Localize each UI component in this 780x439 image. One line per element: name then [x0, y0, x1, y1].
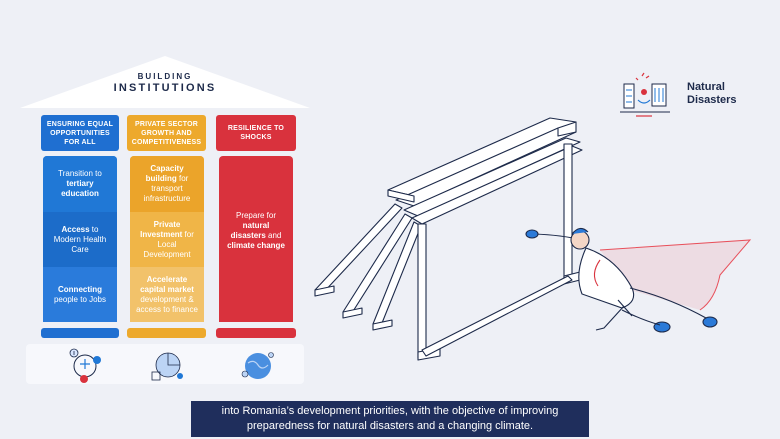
pillar-item-health-care: Access to Modern Health Care [43, 212, 117, 267]
pillar-header-resilience: RESILIENCE TO SHOCKS [216, 115, 296, 151]
pillar-base-red [216, 328, 296, 338]
resilience-globe-icon [241, 352, 274, 379]
business-growth-icon [151, 352, 183, 381]
pillar-item-private-investment: Private Investment for Local Development [130, 212, 204, 267]
roof-title-line1: BUILDING [137, 72, 193, 81]
hero-illustration [314, 117, 752, 361]
foundation-icons-row [26, 344, 304, 384]
pillar-header-equal-opportunities: ENSURING EQUAL OPPORTUNITIES FOR ALL [41, 115, 119, 151]
pillar-item-capital-market: Accelerate capital market development & … [130, 267, 204, 322]
subtitle-line-2: preparedness for natural disasters and a… [246, 420, 534, 432]
pillar-resilience: Prepare for natural disasters and climat… [219, 156, 293, 322]
pillar-item-connecting-jobs: Connecting people to Jobs [43, 267, 117, 322]
natural-disasters-label: Natural Disasters [687, 81, 737, 106]
subtitle-line-1: into Romania’s development priorities, w… [221, 405, 559, 417]
pillar-base-blue [41, 328, 119, 338]
pillar-item-tertiary-education: Transition to tertiary education [43, 156, 117, 212]
pillar-equal-opportunities: Transition to tertiary education Access … [43, 156, 117, 322]
roof-title-line2: INSTITUTIONS [113, 82, 217, 94]
pillar-item-capacity-building: Capacity building for transport infrastr… [130, 156, 204, 212]
pillar-header-private-sector: PRIVATE SECTOR GROWTH AND COMPETITIVENES… [127, 115, 206, 151]
education-health-icon [69, 348, 101, 383]
natural-disasters-icon [620, 72, 670, 117]
pillar-base-orange [127, 328, 206, 338]
roof [20, 56, 310, 108]
pillar-private-sector: Capacity building for transport infrastr… [130, 156, 204, 322]
pillar-item-natural-disasters: Prepare for natural disasters and climat… [227, 211, 285, 250]
subtitle-caption: into Romania’s development priorities, w… [191, 401, 589, 437]
